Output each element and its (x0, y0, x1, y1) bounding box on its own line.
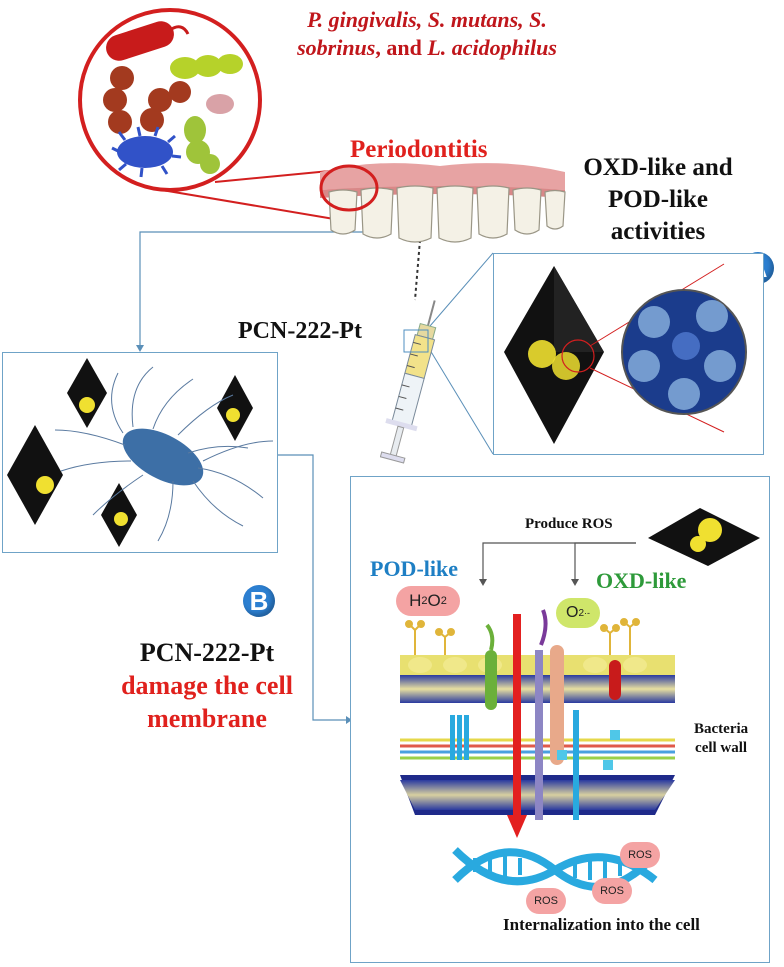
bacteria-name-sobrinus: sobrinus (297, 35, 376, 60)
cell-membrane-illustration (400, 609, 675, 838)
activities-label: OXD-like and POD-like activities (563, 152, 753, 248)
connector-bacteria-to-membrane (277, 454, 350, 721)
arrowhead-right (346, 716, 352, 724)
mof-crystal (7, 425, 63, 525)
tooth (544, 189, 566, 230)
bacterium-cell (54, 366, 274, 542)
zoom-circle-small (561, 339, 595, 373)
channel-protein (535, 650, 543, 820)
h2o2-h: H (409, 591, 422, 610)
brown-cocci-chain (103, 66, 191, 134)
damage-line2: membrane (147, 704, 267, 733)
membrane-protein (609, 660, 621, 700)
tooth (328, 189, 358, 235)
tooth (512, 187, 542, 235)
h2o2-sub1: 2 (421, 595, 428, 607)
o2-sup: ·- (584, 608, 590, 618)
damage-description: PCN-222-Pt damage the cell membrane (102, 636, 312, 735)
bacteria-zoom-circle (78, 8, 262, 192)
bacteria-name-acidophilus: L. acidophilus (427, 35, 557, 60)
badge-b: B (243, 585, 275, 617)
mof-crystal (67, 358, 107, 428)
internalization-label: Internalization into the cell (503, 915, 700, 934)
periodontitis-label: Periodontitis (350, 136, 488, 163)
nanozyme-zoom-panel (493, 253, 764, 455)
pcn-label-top: PCN-222-Pt (238, 318, 362, 344)
blue-spiky-bacterium (111, 126, 182, 178)
ion-channels (450, 710, 579, 820)
o2-sub: 2 (578, 607, 584, 619)
green-twisted-bacterium (184, 116, 220, 174)
zoom-line-bottom (429, 349, 494, 455)
bacteria-attack-graphic (7, 358, 274, 547)
syringe-zoom-box (403, 329, 429, 353)
oxd-like-label: OXD-like (596, 568, 687, 593)
bacteria-names-line1: P. gingivalis, S. mutans, S. (307, 7, 547, 32)
bacteria-names: P. gingivalis, S. mutans, S. sobrinus, a… (262, 6, 592, 62)
tooth (396, 185, 434, 243)
bacteria-names-and: , and (375, 35, 428, 60)
pcn-label-bottom: PCN-222-Pt (139, 638, 275, 667)
mof-crystal-small (648, 508, 760, 566)
produce-ros-label: Produce ROS (525, 516, 613, 532)
activities-line3: activities (610, 218, 706, 245)
ros-cloud: ROS (592, 878, 632, 904)
pod-like-label: POD-like (370, 556, 458, 581)
bacteria-nanozyme-panel (2, 352, 278, 553)
mof-crystal (217, 375, 253, 441)
membrane-protein (485, 650, 497, 710)
tooth (360, 187, 394, 239)
arrowhead-down (136, 345, 144, 352)
activities-line2: POD-like (608, 186, 708, 213)
syringe-illustration (380, 300, 437, 464)
ros-cloud: ROS (620, 842, 660, 868)
bacteria-wall-line1: Bacteria (694, 721, 749, 737)
teeth-illustration (319, 163, 566, 243)
nanozyme-zoom-graphic (504, 263, 747, 444)
activities-line1: OXD-like and (583, 154, 733, 181)
ros-cloud: ROS (526, 888, 566, 914)
membrane-protein (550, 645, 564, 765)
o2-o: O (565, 604, 579, 621)
dashed-injection-line (414, 239, 421, 301)
bacteria-wall-line2: cell wall (695, 740, 748, 756)
pink-bacterium (206, 94, 234, 114)
tooth (436, 185, 474, 243)
glycans (405, 618, 640, 655)
ros-penetration-arrow (513, 614, 521, 819)
green-chain-bacterium (170, 54, 243, 79)
tooth (476, 185, 510, 239)
damage-line1: damage the cell (121, 671, 293, 700)
h2o2-o: O (427, 591, 441, 610)
zoom-line-top (429, 252, 494, 327)
bacteria-wall-label: Bacteria cell wall (694, 720, 748, 758)
red-rod-bacterium (106, 21, 174, 61)
infection-highlight (319, 164, 379, 212)
h2o2-sub2: 2 (440, 595, 447, 607)
